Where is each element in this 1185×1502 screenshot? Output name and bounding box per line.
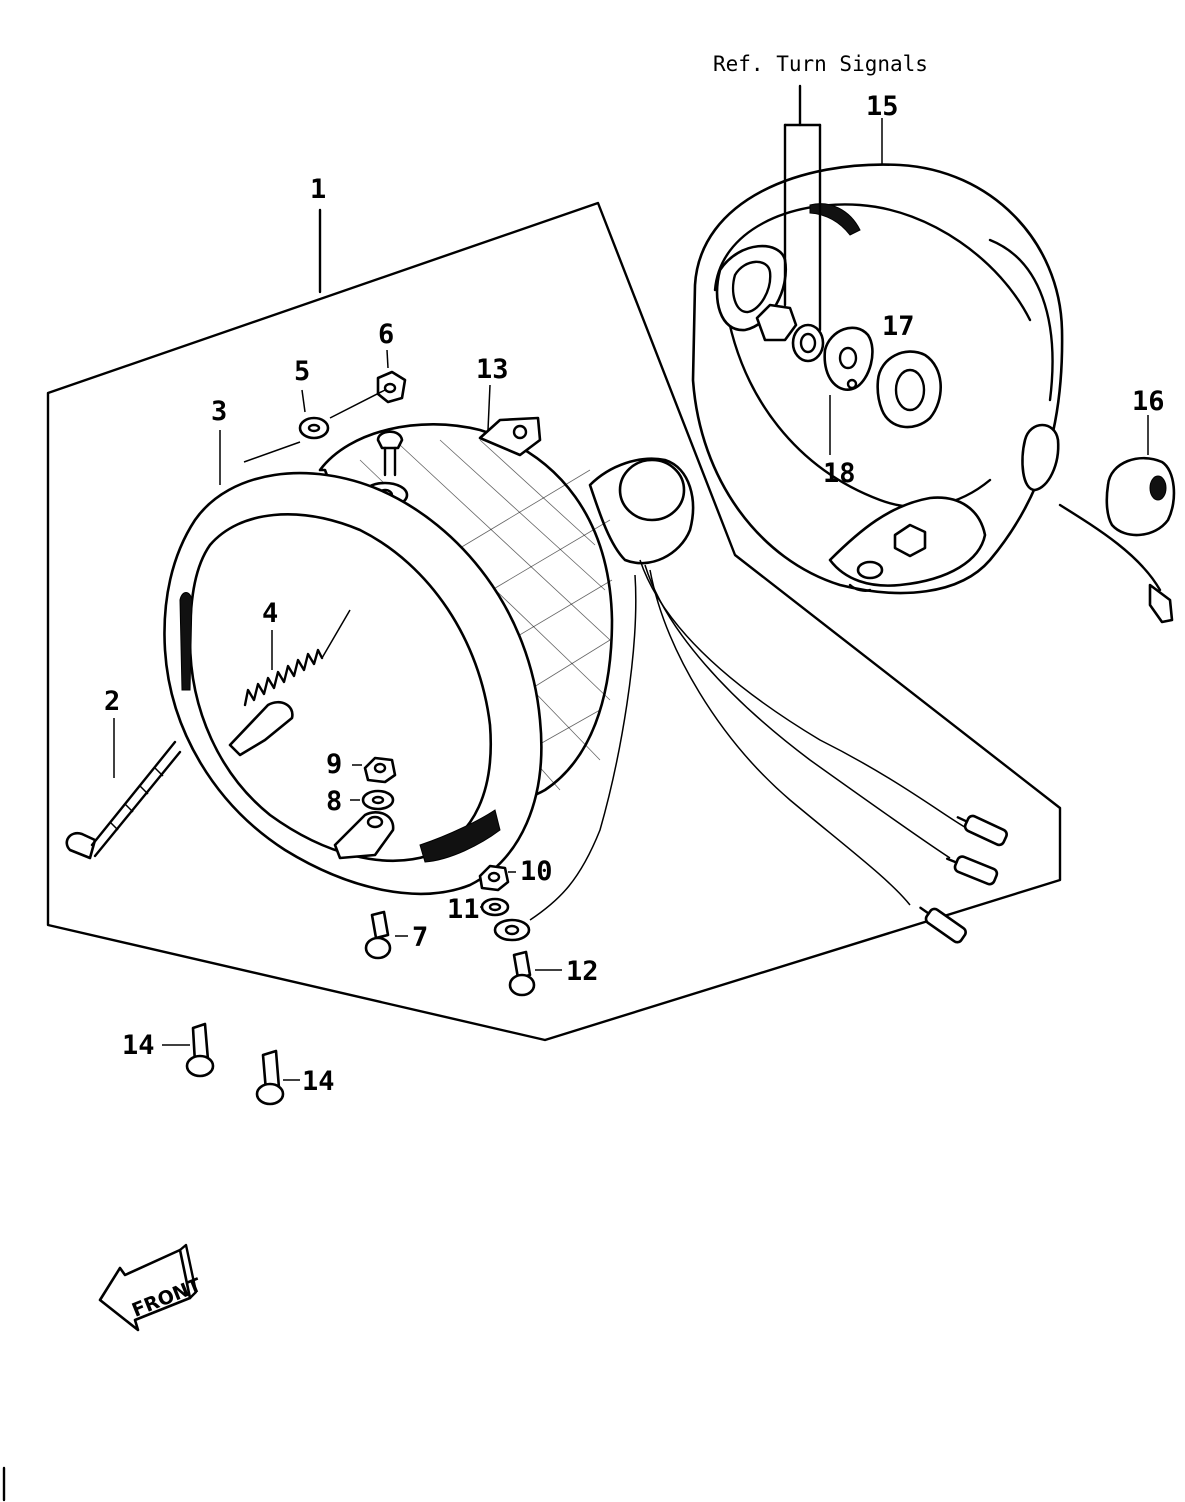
screw-12 <box>508 950 536 997</box>
callout-17: 17 <box>882 311 915 342</box>
headlight-rim <box>163 471 543 896</box>
headlight-wires <box>493 559 1008 944</box>
callout-18: 18 <box>823 458 856 489</box>
callout-3: 3 <box>211 396 227 427</box>
leader-lines <box>113 118 1149 1081</box>
adjusting-screw-2 <box>65 740 182 860</box>
nut-10 <box>478 864 510 892</box>
callout-12: 12 <box>566 956 599 987</box>
front-direction-arrow: FRONT <box>98 1243 204 1332</box>
callout-2: 2 <box>104 686 120 717</box>
callout-14b: 14 <box>302 1066 335 1097</box>
grommet-17 <box>876 350 942 429</box>
grommet-16 <box>1058 456 1176 624</box>
callout-9: 9 <box>326 749 342 780</box>
callout-4: 4 <box>262 598 278 629</box>
washer-5 <box>298 416 330 440</box>
bolt-14b <box>255 1049 285 1106</box>
turn-signals-ref-label: Ref. Turn Signals <box>713 52 928 76</box>
assembly-boundary <box>46 201 1062 1042</box>
callout-7: 7 <box>412 922 428 953</box>
leader-5-6 <box>329 389 386 419</box>
callout-13: 13 <box>476 354 509 385</box>
callout-11: 11 <box>447 894 480 925</box>
turn-signal-ref-lines <box>783 84 822 332</box>
callout-6: 6 <box>378 319 394 350</box>
callout-1: 1 <box>310 174 326 205</box>
bolt-14a <box>185 1022 215 1078</box>
callout-5: 5 <box>294 356 310 387</box>
screw-7 <box>364 910 392 960</box>
callout-15: 15 <box>866 91 899 122</box>
callout-8: 8 <box>326 786 342 817</box>
housing-inner-fasteners <box>755 303 874 391</box>
callout-16: 16 <box>1132 386 1165 417</box>
adjusting-spring-4 <box>243 609 351 707</box>
callout-14a: 14 <box>122 1030 155 1061</box>
nut-6 <box>376 370 407 404</box>
callout-10: 10 <box>520 856 553 887</box>
nut-9 <box>363 756 397 784</box>
washer-11 <box>480 897 510 917</box>
washer-8 <box>361 789 395 811</box>
